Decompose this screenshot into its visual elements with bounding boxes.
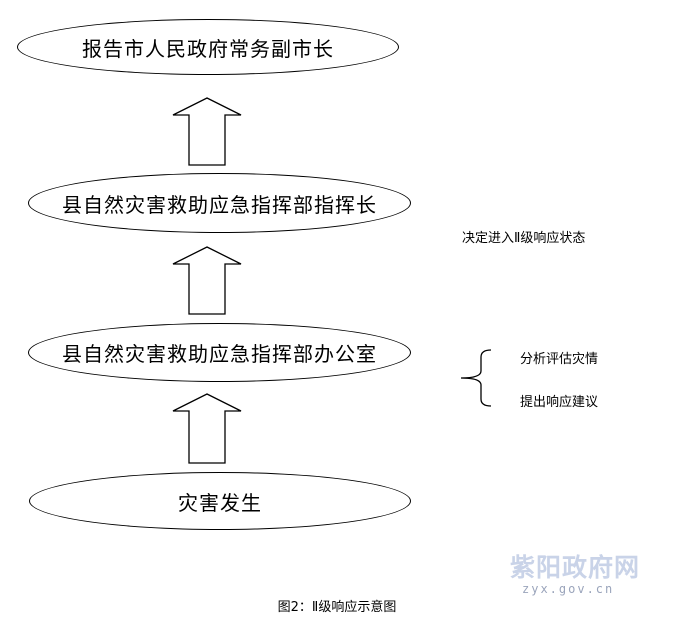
node-commander-label: 县自然灾害救助应急指挥部指挥长 — [62, 192, 377, 217]
arrow-up-icon — [172, 97, 242, 166]
node-report-vice-mayor: 报告市人民政府常务副市长 — [17, 19, 399, 75]
figure-caption: 图2：Ⅱ级响应示意图 — [277, 600, 397, 615]
note-decide-level2: 决定进入Ⅱ级响应状态 — [462, 231, 586, 246]
note-analyze-disaster: 分析评估灾情 — [520, 352, 599, 367]
node-commander: 县自然灾害救助应急指挥部指挥长 — [28, 173, 411, 233]
watermark-url: zyx.gov.cn — [522, 582, 615, 596]
watermark-title: 紫阳政府网 — [510, 553, 641, 582]
node-command-office: 县自然灾害救助应急指挥部办公室 — [28, 323, 411, 382]
node-command-office-label: 县自然灾害救助应急指挥部办公室 — [62, 342, 377, 366]
note-propose-response: 提出响应建议 — [520, 395, 599, 410]
arrow-up-icon — [172, 246, 242, 315]
node-disaster-occurs-label: 灾害发生 — [178, 490, 262, 515]
node-report-vice-mayor-label: 报告市人民政府常务副市长 — [82, 36, 334, 61]
arrow-up-icon — [172, 393, 242, 464]
node-disaster-occurs: 灾害发生 — [29, 472, 411, 530]
brace-icon — [460, 349, 492, 407]
